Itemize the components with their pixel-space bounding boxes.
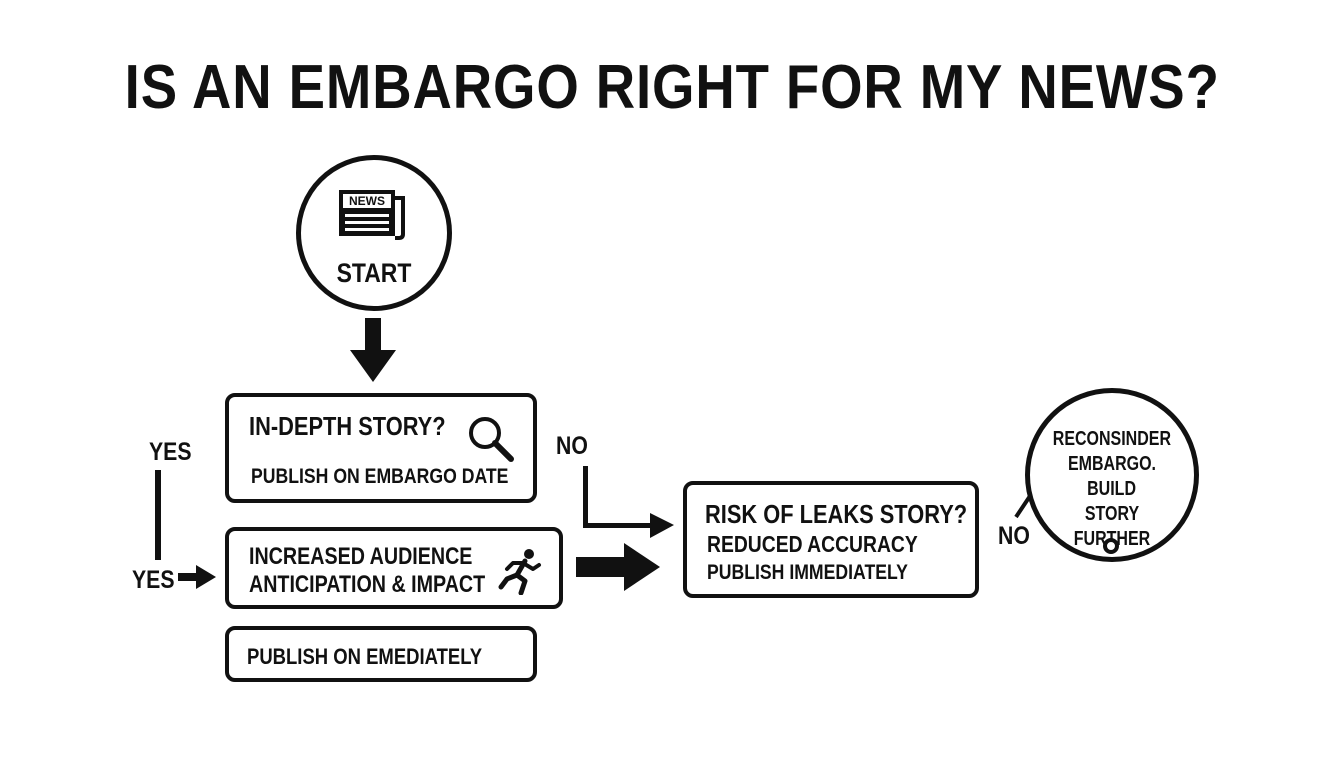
reconsider-line3: BUILD xyxy=(1087,478,1137,500)
diagram-title-text: IS AN EMBARGO RIGHT FOR MY NEWS? xyxy=(124,53,1220,122)
circle-end-dot-icon xyxy=(1103,538,1119,554)
magnifier-icon xyxy=(469,417,514,462)
newspaper-icon-text: NEWS xyxy=(349,194,385,208)
audience-line2: ANTICIPATION & IMPACT xyxy=(249,571,486,598)
audience-line1: INCREASED AUDIENCE xyxy=(249,543,473,570)
reconsider-line1: RECONSINDER xyxy=(1052,428,1172,450)
publish-emediately-box: PUBLISH ON EMEDIATELY xyxy=(225,626,537,682)
audience-impact-box: INCREASED AUDIENCE ANTICIPATION & IMPACT xyxy=(225,527,563,609)
risk-line3: PUBLISH IMMEDIATELY xyxy=(707,561,908,584)
yes-label-top: YES xyxy=(149,438,192,466)
arrow-no-elbow xyxy=(583,466,674,538)
arrow-yes-right xyxy=(178,565,216,589)
risk-line2: REDUCED ACCURACY xyxy=(707,531,918,557)
start-label: START xyxy=(336,258,412,288)
in-depth-question: IN-DEPTH STORY? xyxy=(249,411,446,441)
running-person-icon xyxy=(498,549,541,595)
arrow-audience-to-risk xyxy=(576,543,660,591)
risk-of-leaks-box: RISK OF LEAKS STORY? REDUCED ACCURACY PU… xyxy=(683,481,979,598)
risk-question: RISK OF LEAKS STORY? xyxy=(705,499,968,529)
in-depth-sub: PUBLISH ON EMBARGO DATE xyxy=(251,465,509,488)
arrow-start-down xyxy=(350,318,396,382)
yes-label-bottom: YES xyxy=(132,566,175,594)
no-label-right: NO xyxy=(998,522,1030,550)
start-node: NEWS START xyxy=(296,155,452,311)
diagram-title: IS AN EMBARGO RIGHT FOR MY NEWS? xyxy=(0,52,1344,123)
reconsider-line2: EMBARGO. xyxy=(1068,453,1156,475)
reconsider-node: RECONSINDER EMBARGO. BUILD STORY FURTHER xyxy=(1025,388,1199,562)
no-label-left: NO xyxy=(556,432,588,460)
yes-vertical-line xyxy=(155,470,161,560)
reconsider-text: RECONSINDER EMBARGO. BUILD STORY FURTHER xyxy=(1030,427,1194,552)
newspaper-icon: NEWS xyxy=(339,190,405,240)
in-depth-story-box: IN-DEPTH STORY? PUBLISH ON EMBARGO DATE xyxy=(225,393,537,503)
publish-emediately-text: PUBLISH ON EMEDIATELY xyxy=(247,644,483,669)
